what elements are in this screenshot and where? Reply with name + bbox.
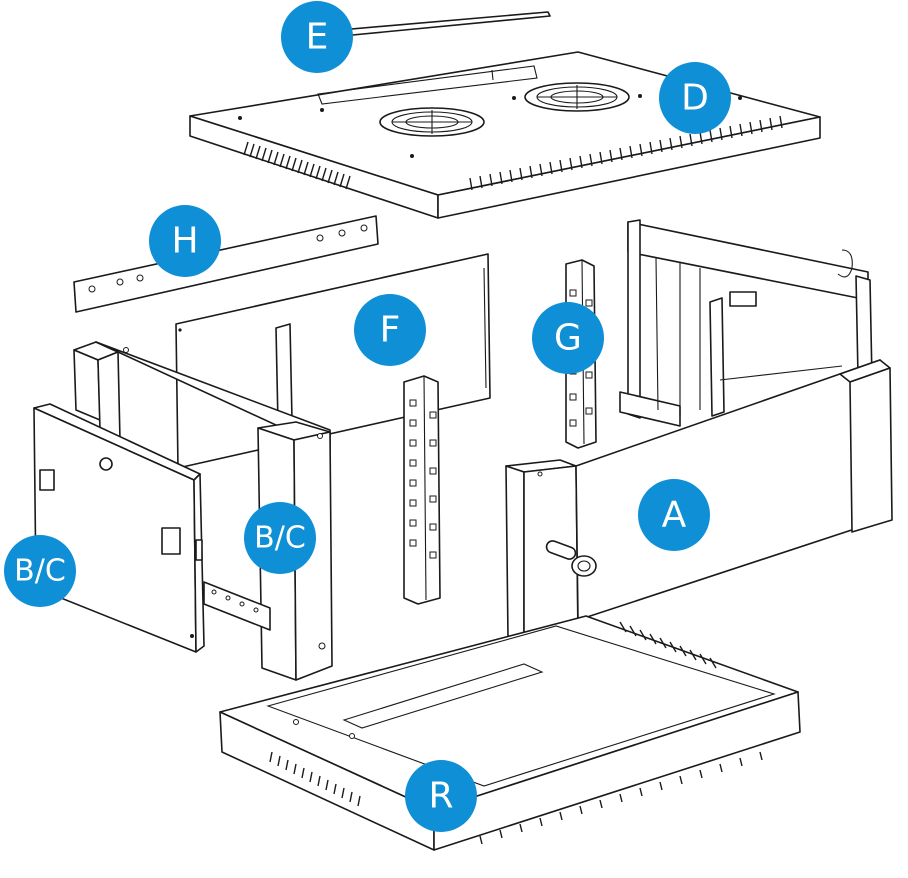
base-vent-slots-side bbox=[479, 751, 763, 845]
callout-a-text: A bbox=[662, 495, 687, 536]
callout-g-text: G bbox=[554, 318, 582, 359]
base-vent-slots-right bbox=[619, 621, 717, 669]
callout-f-circle bbox=[354, 294, 426, 366]
part-a-front-door bbox=[505, 359, 893, 645]
callout-g: G bbox=[532, 302, 604, 374]
rail-center bbox=[403, 375, 441, 605]
part-e-top-strip bbox=[339, 11, 551, 37]
callout-f-text: F bbox=[380, 310, 401, 351]
side-door-panel bbox=[33, 403, 205, 653]
part-r-base bbox=[219, 615, 801, 851]
part-h-bracket-strip bbox=[73, 215, 379, 313]
fan-right-icon bbox=[524, 82, 630, 112]
part-f-rear-panel bbox=[175, 253, 491, 469]
base-vent-slots-front bbox=[269, 751, 361, 807]
callout-bc-left-circle bbox=[4, 535, 76, 607]
callout-a-circle bbox=[638, 479, 710, 551]
callout-f: F bbox=[354, 294, 426, 366]
vent-slots-left bbox=[243, 141, 351, 190]
callout-bc-center-circle bbox=[244, 502, 316, 574]
rear-frame bbox=[619, 219, 873, 427]
callout-bc-left-text: B/C bbox=[14, 554, 66, 589]
callout-bc-center-text: B/C bbox=[254, 521, 306, 556]
callout-a: A bbox=[638, 479, 710, 551]
side-frame-left bbox=[73, 341, 333, 681]
callout-e: E bbox=[281, 1, 353, 73]
callout-d-text: D bbox=[681, 78, 709, 119]
callout-h-text: H bbox=[171, 221, 198, 262]
callout-h-circle bbox=[149, 205, 221, 277]
vent-slots-right bbox=[469, 115, 783, 191]
callout-d-circle bbox=[659, 62, 731, 134]
part-d-top-cover bbox=[189, 51, 821, 219]
callout-h: H bbox=[149, 205, 221, 277]
fan-left-icon bbox=[379, 107, 485, 137]
callout-r: R bbox=[405, 760, 477, 832]
callout-g-circle bbox=[532, 302, 604, 374]
callout-bc-center: B/C bbox=[244, 502, 316, 574]
callout-d: D bbox=[659, 62, 731, 134]
callout-e-text: E bbox=[306, 17, 329, 58]
callout-bc-left: B/C bbox=[4, 535, 76, 607]
rail-short-left bbox=[275, 323, 293, 425]
callout-r-circle bbox=[405, 760, 477, 832]
callout-e-circle bbox=[281, 1, 353, 73]
callout-r-text: R bbox=[428, 776, 453, 817]
door-lock-icon bbox=[545, 540, 597, 577]
